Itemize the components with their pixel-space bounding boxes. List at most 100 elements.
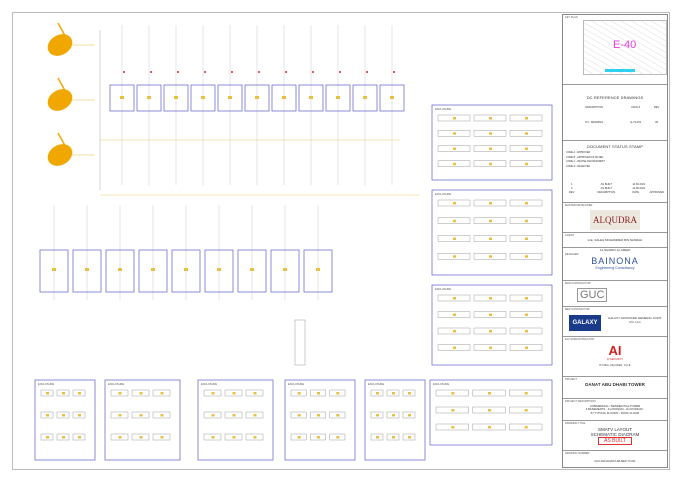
amplifier-led xyxy=(525,297,528,300)
amplifier xyxy=(509,160,543,167)
amplifier xyxy=(245,411,264,419)
amplifier-led xyxy=(317,392,320,395)
outlet-marker xyxy=(366,71,368,73)
amplifier xyxy=(203,389,222,397)
amplifier-led xyxy=(453,162,456,166)
elv-contractor: ELV SUBCONTRACTOR AI AI SECURITY P.O.Box… xyxy=(563,337,667,377)
amplifier xyxy=(56,433,70,441)
amplifier-led xyxy=(525,147,528,150)
amplifier xyxy=(509,199,543,207)
amplifier-led xyxy=(297,436,301,439)
mep-contractor: MEP CONTRACTOR GALAXY GALAXY ADVANCED GE… xyxy=(563,307,667,337)
enclosure-box xyxy=(284,379,356,461)
amplifier-led xyxy=(174,96,178,99)
status-stamp-title: DOCUMENT STATUS STAMP xyxy=(586,144,644,149)
amplifier-led xyxy=(139,436,143,439)
outlet-marker xyxy=(312,71,314,73)
amplifier xyxy=(40,411,54,419)
amplifier-led xyxy=(297,414,301,417)
amplifier-led xyxy=(489,202,492,205)
amplifier xyxy=(56,389,70,397)
description-line-3: 57 TYPICAL FLOORS - ROOF FLOOR xyxy=(590,410,640,415)
amplifier-led xyxy=(118,268,122,271)
guc-logo: GUC xyxy=(577,288,608,302)
outlet-marker xyxy=(393,71,395,73)
rev-0-date: 14.06.2021 xyxy=(632,187,646,190)
amplifier xyxy=(437,235,471,242)
amplifier-led xyxy=(451,392,455,395)
amplifier xyxy=(56,411,70,419)
amplifier xyxy=(509,294,543,302)
amplifier-led xyxy=(211,392,215,395)
amplifier-led xyxy=(489,255,492,258)
master-developer-label: MASTER DEVELOPER xyxy=(565,204,593,207)
ref-dwg: E-73-001 xyxy=(630,121,642,124)
amplifier-led xyxy=(85,268,89,271)
amplifier-led xyxy=(489,132,492,135)
amplifier-led xyxy=(453,117,456,120)
amplifier-led xyxy=(451,409,455,412)
amplifier xyxy=(437,344,471,351)
amplifier-led xyxy=(255,96,259,99)
satellite-dish-icon xyxy=(47,89,73,111)
amplifier xyxy=(472,423,506,431)
col-dwg: DWG # xyxy=(631,106,641,109)
enclosure-label: ENCLOSURE xyxy=(368,382,384,386)
ai-address: P.O.Box, Abu Dhabi, U.A.E xyxy=(599,364,631,367)
title-block: KEY PLAN E-40 DC REFERENCE DRAWINGS DESC… xyxy=(562,14,668,468)
amplifier-led xyxy=(524,426,528,429)
client-name-2: AL SHARIFI AL AMERI xyxy=(599,248,631,252)
amplifier-led xyxy=(525,313,528,316)
approved-header: APPROVED xyxy=(649,191,665,194)
amplifier-led xyxy=(253,436,257,439)
project: PROJECT DANAT ABU DHABI TOWER xyxy=(563,377,667,399)
enclosure-box xyxy=(138,249,168,293)
client: CLIENT H.E. SALEH MOHAMMED BIN NASRAH xyxy=(563,233,667,248)
amplifier xyxy=(509,406,543,414)
galaxy-logo: GALAXY xyxy=(569,315,601,331)
ai-subtitle: AI SECURITY xyxy=(606,358,624,361)
main-contractor-label: MAIN CONTRACTOR xyxy=(565,282,591,285)
amplifier-led xyxy=(488,426,491,429)
enclosure-box xyxy=(271,84,297,112)
amplifier xyxy=(402,433,416,441)
alqudra-logo: ALQUDRA xyxy=(590,210,640,230)
amplifier-led xyxy=(336,414,340,417)
enclosure-label: ENCLOSURE xyxy=(38,382,54,386)
enclosure-box xyxy=(237,249,267,293)
amplifier-led xyxy=(316,268,320,271)
amplifier xyxy=(386,411,400,419)
amplifier xyxy=(72,433,86,441)
amplifier-led xyxy=(78,436,81,439)
amplifier xyxy=(437,114,471,122)
amplifier-led xyxy=(525,132,528,135)
ai-logo: AI xyxy=(608,343,622,358)
drawing-title-2: SCHEMATIC DIAGRAM xyxy=(590,432,640,437)
amplifier-led xyxy=(118,392,122,395)
outlet-marker xyxy=(258,71,260,73)
amplifier xyxy=(310,389,326,397)
amplifier-led xyxy=(160,392,164,395)
amplifier xyxy=(131,411,150,419)
amplifier xyxy=(224,433,243,441)
amplifier-led xyxy=(62,436,65,439)
amplifier xyxy=(72,389,86,397)
enclosure-label: ENCLOSURE xyxy=(433,382,449,386)
amplifier-led xyxy=(525,346,528,349)
amplifier xyxy=(509,235,543,242)
key-plan-label: KEY PLAN xyxy=(565,16,578,19)
outlet-marker xyxy=(177,71,179,73)
designer-label: DESIGNER xyxy=(565,253,579,256)
elv-contractor-label: ELV SUBCONTRACTOR xyxy=(565,338,595,341)
amplifier xyxy=(509,311,543,318)
amplifier xyxy=(290,389,307,397)
outlet-marker xyxy=(204,71,206,73)
amplifier-led xyxy=(525,117,528,120)
drawing-sheet xyxy=(12,12,670,470)
amplifier xyxy=(72,411,86,419)
amplifier xyxy=(509,389,543,397)
amplifier xyxy=(437,327,471,335)
ref-desc: P.C. DRAWING xyxy=(585,121,604,124)
amplifier-led xyxy=(309,96,313,99)
